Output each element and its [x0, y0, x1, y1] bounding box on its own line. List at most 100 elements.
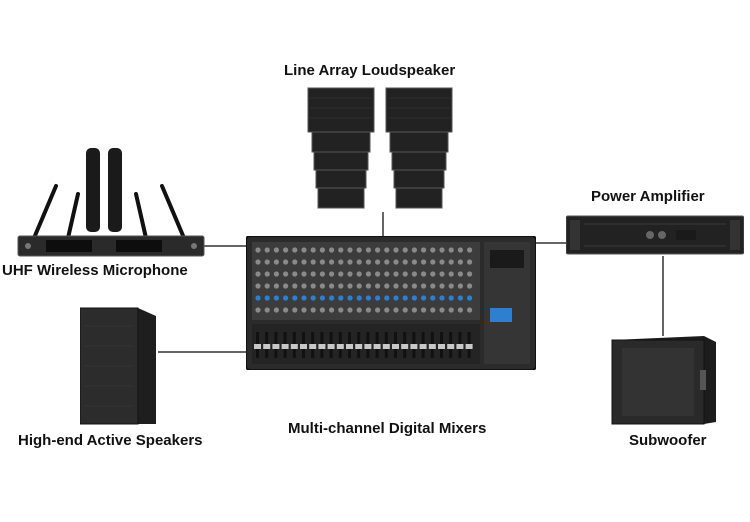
mixer-knob: [439, 295, 445, 301]
subwoofer-label: Subwoofer: [629, 432, 707, 449]
mixer-knob: [255, 247, 261, 253]
mixer-knob: [301, 295, 307, 301]
mixer-knob: [310, 247, 316, 253]
mixer-knob: [356, 283, 362, 289]
power-amplifier-image: [566, 215, 744, 255]
mixer-knob: [329, 259, 335, 265]
mixer-knob: [457, 259, 463, 265]
mixer-knob: [448, 307, 454, 313]
mixer-knob: [255, 307, 261, 313]
mixer-knob: [421, 283, 427, 289]
uhf-mic-label: UHF Wireless Microphone: [2, 262, 188, 279]
mixer-knob: [329, 247, 335, 253]
mixer-knob: [365, 247, 371, 253]
mixer-knob: [338, 307, 344, 313]
mixer-knob: [319, 295, 325, 301]
mixer-fader-cap: [410, 344, 418, 349]
mixer-knob: [338, 247, 344, 253]
mixer-knob: [283, 259, 289, 265]
mixer-label: Multi-channel Digital Mixers: [288, 420, 487, 437]
mixer-knob: [467, 295, 473, 301]
mixer-knob: [283, 307, 289, 313]
mixer-knob: [439, 283, 445, 289]
mixer-fader-cap: [428, 344, 436, 349]
mixer-knob: [319, 247, 325, 253]
mixer-fader-cap: [419, 344, 427, 349]
mixer-fader-cap: [281, 344, 289, 349]
mixer-knob: [439, 307, 445, 313]
mixer-knob: [375, 295, 381, 301]
mixer-knob: [402, 247, 408, 253]
mixer-knob: [411, 271, 417, 277]
mixer-knob: [310, 271, 316, 277]
mixer-knob: [365, 295, 371, 301]
mixer-knob: [283, 247, 289, 253]
mixer-knob: [310, 283, 316, 289]
mixer-knob: [264, 247, 270, 253]
mixer-knob: [421, 307, 427, 313]
mixer-knob: [457, 295, 463, 301]
mixer-knob: [393, 283, 399, 289]
mixer-fader-cap: [327, 344, 335, 349]
mixer-knob: [393, 271, 399, 277]
mixer-knob: [448, 295, 454, 301]
mixer-knob: [421, 271, 427, 277]
mixer-knob: [402, 307, 408, 313]
mixer-knob: [411, 283, 417, 289]
mixer-knob: [347, 271, 353, 277]
mixer-fader-cap: [254, 344, 261, 349]
mixer-knob: [310, 295, 316, 301]
mixer-knob: [310, 259, 316, 265]
mixer-knob: [467, 271, 473, 277]
mixer-knob: [421, 247, 427, 253]
mixer-knob: [457, 271, 463, 277]
mixer-knob: [384, 283, 390, 289]
mixer-knob: [264, 271, 270, 277]
mixer-knob: [338, 271, 344, 277]
mixer-knob: [347, 259, 353, 265]
mixer-knob: [375, 283, 381, 289]
active-speakers-label: High-end Active Speakers: [18, 432, 203, 449]
mixer-knob: [393, 259, 399, 265]
mixer-knob: [365, 271, 371, 277]
mixer-knob: [301, 247, 307, 253]
mixer-knob: [411, 295, 417, 301]
mixer-fader-cap: [392, 344, 399, 349]
uhf-wireless-microphone-image: [17, 148, 205, 257]
mixer-knob: [393, 295, 399, 301]
mixer-fader-cap: [300, 344, 307, 349]
mixer-knob: [264, 307, 270, 313]
mixer-knob: [255, 295, 261, 301]
mixer-knob: [402, 283, 408, 289]
mixer-knob: [292, 247, 298, 253]
mixer-knob: [264, 259, 270, 265]
mixer-fader-cap: [309, 344, 317, 349]
mixer-knob: [430, 283, 436, 289]
mixer-knob: [384, 247, 390, 253]
mixer-knob: [329, 283, 335, 289]
line-array-label: Line Array Loudspeaker: [284, 62, 456, 79]
mixer-fader-cap: [401, 344, 409, 349]
mixer-knob: [421, 295, 427, 301]
mixer-knob: [329, 307, 335, 313]
mixer-knob: [292, 307, 298, 313]
mixer-knob: [384, 259, 390, 265]
active-speaker-image: [80, 307, 156, 425]
mixer-fader-cap: [382, 344, 390, 349]
mixer-knob: [430, 307, 436, 313]
mixer-knob: [430, 295, 436, 301]
mixer-knob: [375, 271, 381, 277]
mixer-knob: [338, 295, 344, 301]
mixer-knob: [375, 259, 381, 265]
mixer-knob: [457, 283, 463, 289]
mixer-knob: [255, 271, 261, 277]
power-amp-label: Power Amplifier: [591, 188, 705, 205]
mixer-knob: [421, 259, 427, 265]
mixer-knob: [338, 259, 344, 265]
mixer-fader-cap: [447, 344, 455, 349]
mixer-knob: [292, 283, 298, 289]
mixer-knob: [430, 247, 436, 253]
mixer-knob: [301, 259, 307, 265]
mixer-knob: [356, 247, 362, 253]
mixer-knob: [338, 283, 344, 289]
